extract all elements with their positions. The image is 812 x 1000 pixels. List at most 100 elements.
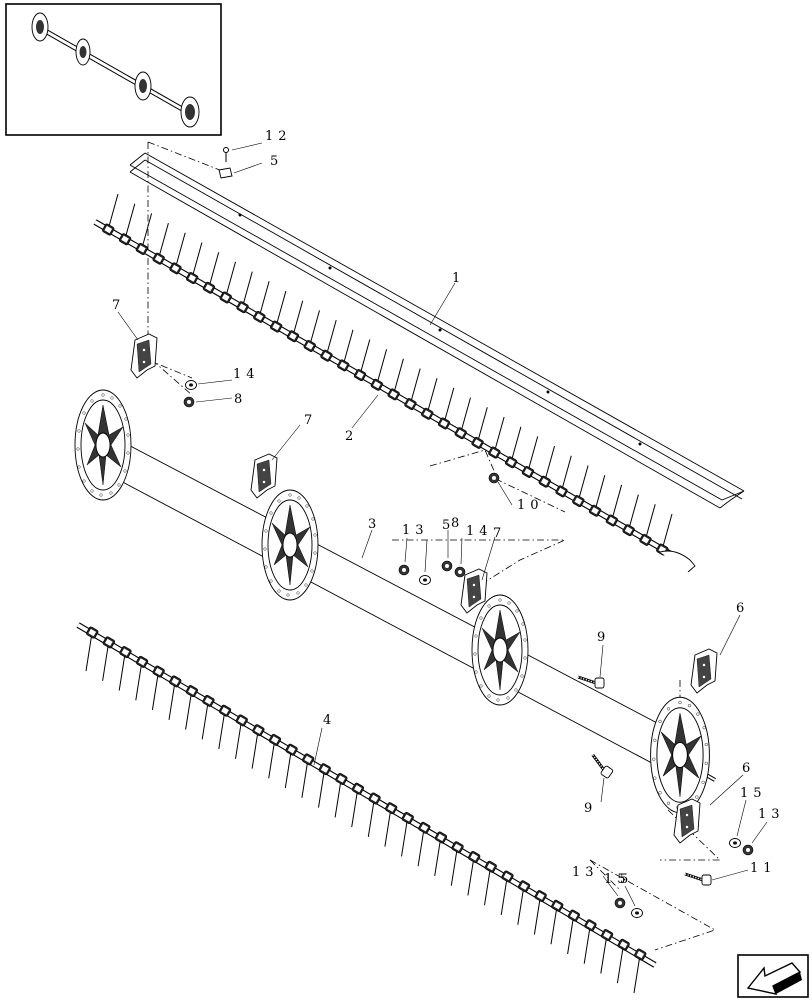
callout-15-right: 15 (740, 786, 767, 801)
upper-bar-tine (302, 309, 320, 353)
upper-bar-tine (269, 290, 287, 334)
upper-bar-tine (554, 455, 572, 499)
bracket-6-lower (673, 798, 701, 844)
callout-5-mid: 5 (442, 518, 455, 533)
upper-bar-tine (134, 212, 153, 256)
upper-bar-tine (168, 232, 186, 276)
bracket-7-mid (250, 453, 278, 499)
callout-13-mid: 13 (402, 523, 429, 538)
bracket-6-upper (690, 648, 718, 694)
upper-bar-tine (655, 513, 673, 557)
callout-1: 1 (452, 271, 465, 286)
callout-10: 10 (517, 498, 544, 513)
bracket-7-top (130, 333, 158, 379)
upper-bar-tine (604, 484, 623, 528)
lower-bar-tine (566, 908, 581, 955)
callout-8-mid: 8 (451, 516, 464, 531)
lower-bar-tine (334, 772, 349, 818)
lower-bar-tine (599, 928, 615, 974)
upper-tine-bar (93, 193, 696, 573)
upper-bar-tine (185, 242, 203, 285)
lower-bar-tine (583, 918, 598, 965)
lower-bar-tine (417, 820, 432, 867)
top-rail (129, 152, 745, 509)
lower-bar-tine (516, 879, 532, 926)
callout-7-low: 7 (493, 526, 506, 541)
upper-bar-tine (638, 503, 656, 547)
upper-bar-tine (587, 474, 606, 518)
lower-bar-tine (350, 781, 366, 828)
inset-thumbnail (5, 3, 222, 136)
lower-bar-tine (234, 713, 249, 760)
lower-bar-tine (400, 811, 415, 857)
back-arrow-icon[interactable] (737, 954, 809, 998)
lower-bar-tine (367, 791, 382, 838)
upper-bar-tine (369, 348, 388, 392)
lower-bar-tine (201, 693, 216, 740)
reference-lines (147, 141, 721, 951)
callouts: 1 2 3 4 5 5 5 6 6 7 7 7 8 8 9 9 10 11 12… (112, 129, 785, 887)
upper-bar-tine (235, 271, 253, 315)
callout-7-mid: 7 (304, 413, 317, 428)
upper-bar-tine (436, 387, 455, 431)
leader-lines (117, 142, 768, 907)
lower-bar-tine (267, 732, 283, 779)
upper-bar-tine (520, 435, 539, 479)
callout-15-low: 15 (604, 872, 631, 887)
upper-bar-tine (403, 368, 421, 411)
lower-bar-tine (168, 674, 183, 721)
upper-bar-tine (252, 280, 270, 324)
callout-11: 11 (750, 861, 777, 876)
upper-bar-tine (537, 445, 555, 489)
lower-bar-tine (184, 684, 199, 730)
callout-5-low: 5 (620, 872, 633, 887)
upper-bar-tine (101, 193, 119, 237)
callout-14-mid: 14 (466, 524, 493, 539)
callout-4: 4 (323, 713, 336, 728)
lower-tine-bar (76, 622, 657, 994)
lower-bar-tine (284, 742, 299, 789)
lower-bar-tine (633, 947, 648, 994)
upper-bar-tine (352, 339, 371, 382)
upper-bar-tine (621, 494, 639, 538)
callout-9-lower: 9 (584, 801, 597, 816)
lower-bar-tine (317, 762, 332, 809)
callout-5-top: 5 (270, 154, 283, 169)
lower-bar-tine (450, 840, 465, 887)
main-tube (74, 389, 716, 814)
upper-bar-tine (420, 377, 438, 421)
callout-13-low: 13 (572, 865, 599, 880)
upper-bar-tine (571, 465, 589, 508)
callout-6-upper: 6 (736, 601, 749, 616)
lower-bar-tine (301, 752, 316, 799)
callout-6-lower: 6 (742, 761, 755, 776)
upper-bar-tine (218, 261, 236, 305)
hardware (183, 147, 754, 918)
upper-bar-tine (201, 251, 220, 295)
callout-14-left: 14 (233, 367, 260, 382)
callout-9-upper: 9 (597, 630, 610, 645)
callout-7-top: 7 (112, 298, 125, 313)
callout-3: 3 (368, 517, 381, 532)
lower-bar-tine (483, 859, 498, 906)
upper-bar-tine (453, 397, 471, 441)
upper-bar-tine (117, 203, 136, 247)
lower-bar-tine (500, 869, 515, 916)
lower-bar-tine (217, 703, 233, 750)
lower-bar-tine (533, 889, 548, 935)
upper-bar-tine (504, 426, 522, 470)
lower-bar-tine (467, 850, 482, 896)
callout-2: 2 (345, 429, 358, 444)
lower-bar-tine (151, 664, 166, 711)
upper-bar-tine (151, 222, 169, 266)
lower-bar-tine (251, 723, 266, 770)
upper-bar-tine (285, 300, 304, 344)
upper-bar-tine (386, 358, 404, 402)
upper-bar-tine (470, 406, 488, 450)
upper-bar-tine (487, 416, 505, 460)
lower-bar-tine (101, 635, 116, 682)
callout-13-right: 13 (758, 807, 785, 822)
callout-8-left: 8 (234, 392, 247, 407)
upper-bar-tine (319, 319, 337, 363)
